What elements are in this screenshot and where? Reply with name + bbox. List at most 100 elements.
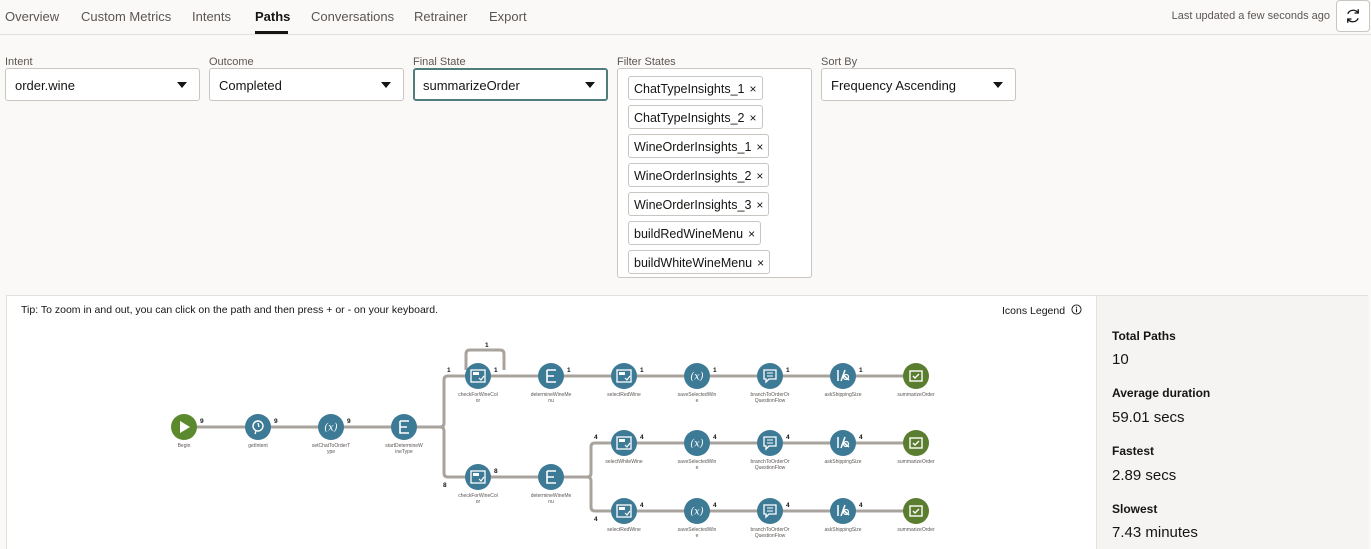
sort-by-select[interactable]: Frequency Ascending xyxy=(821,68,1016,101)
refresh-button[interactable] xyxy=(1336,0,1370,32)
flow-icon xyxy=(763,504,777,519)
path-node[interactable]: getIntent xyxy=(245,414,271,449)
final-state-value: summarizeOrder xyxy=(423,78,520,93)
path-node-label: branchToOrderOr xyxy=(751,527,790,533)
path-node-label: getIntent xyxy=(248,443,268,449)
tab-intents[interactable]: Intents xyxy=(192,9,232,24)
path-node-label: e xyxy=(696,465,699,471)
form-icon-check xyxy=(478,476,485,482)
close-icon[interactable]: × xyxy=(749,111,757,125)
close-icon[interactable]: × xyxy=(757,256,765,270)
filter-chip: WineOrderInsights_3 × xyxy=(628,192,770,216)
filter-states-input[interactable]: ChatTypeInsights_1× ChatTypeInsights_2× … xyxy=(617,68,812,278)
chevron-down-icon xyxy=(381,82,391,88)
edge-count: 1 xyxy=(713,367,717,374)
close-icon[interactable]: × xyxy=(756,169,764,183)
chip-label: WineOrderInsights_3 xyxy=(634,198,752,212)
final-state-select[interactable]: summarizeOrder xyxy=(413,68,608,101)
summary-icon xyxy=(909,437,923,449)
tab-overview[interactable]: Overview xyxy=(5,9,60,24)
path-node[interactable]: summarizeOrder xyxy=(897,430,935,465)
close-icon[interactable]: × xyxy=(756,198,764,212)
edge-count: 1 xyxy=(640,367,644,374)
path-node-label: selectRedWine xyxy=(607,527,641,533)
variable-icon: (x) xyxy=(690,372,704,383)
path-node-circle xyxy=(465,363,491,389)
chevron-down-icon xyxy=(993,82,1003,88)
path-node[interactable]: selectWhiteWine xyxy=(605,430,643,465)
intent-select[interactable]: order.wine xyxy=(5,68,200,101)
tab-custom-metrics[interactable]: Custom Metrics xyxy=(81,9,172,24)
refresh-icon xyxy=(1347,9,1359,23)
path-node-label: branchToOrderOr xyxy=(751,392,790,398)
path-node[interactable]: selectRedWine xyxy=(607,498,641,533)
flow-icon xyxy=(763,436,777,451)
path-node[interactable]: summarizeOrder xyxy=(897,498,935,533)
switch-icon xyxy=(399,420,409,434)
filter-chip: WineOrderInsights_2× xyxy=(628,163,770,187)
edge-count: 4 xyxy=(786,434,790,441)
path-node[interactable]: askShippingSize xyxy=(825,430,862,465)
path-node-label: or xyxy=(476,499,481,505)
path-node[interactable]: askShippingSize xyxy=(825,498,862,533)
path-node-label: saveSelectedWin xyxy=(678,459,717,465)
path-node-circle xyxy=(465,464,491,490)
fastest-label: Fastest xyxy=(1112,444,1155,458)
zoom-tip: Tip: To zoom in and out, you can click o… xyxy=(21,304,439,316)
path-node-circle xyxy=(903,363,929,389)
path-node[interactable]: summarizeOrder xyxy=(897,363,935,398)
form-icon-check xyxy=(624,375,631,381)
close-icon[interactable]: × xyxy=(749,82,757,96)
tab-export[interactable]: Export xyxy=(489,9,527,24)
form-icon-frame xyxy=(470,369,486,383)
ask-icon-eye xyxy=(842,440,850,448)
slowest-label: Slowest xyxy=(1112,502,1158,516)
tab-paths[interactable]: Paths xyxy=(255,9,291,24)
path-edge xyxy=(404,374,478,429)
intent-icon-head xyxy=(252,420,264,432)
edge-count: 4 xyxy=(859,434,863,441)
outcome-select[interactable]: Completed xyxy=(209,68,404,101)
edge-count: 4 xyxy=(713,502,717,509)
close-icon[interactable]: × xyxy=(748,227,756,241)
path-node[interactable]: Begin xyxy=(171,414,197,449)
average-duration-value: 59.01 secs xyxy=(1112,409,1185,426)
summary-icon-check xyxy=(912,508,920,514)
path-node-label: summarizeOrder xyxy=(897,527,935,533)
path-edge xyxy=(551,475,624,513)
flow-icon-bubble xyxy=(763,504,777,519)
path-node[interactable]: selectRedWine xyxy=(607,363,641,398)
tab-conversations[interactable]: Conversations xyxy=(311,9,395,24)
paths-panel: Tip: To zoom in and out, you can click o… xyxy=(6,295,1369,549)
path-node[interactable]: askShippingSize xyxy=(825,363,862,398)
edge-count: 8 xyxy=(494,468,498,475)
filter-chip: buildRedWineMenu× xyxy=(628,221,762,245)
flow-icon-lines xyxy=(767,372,773,377)
close-icon[interactable]: × xyxy=(756,140,764,154)
info-icon xyxy=(1071,304,1082,315)
path-edge xyxy=(464,348,506,370)
filter-chip: WineOrderInsights_1 × xyxy=(628,134,770,158)
chevron-down-icon xyxy=(585,82,595,88)
path-node-label: summarizeOrder xyxy=(897,459,935,465)
edge-count: 1 xyxy=(786,367,790,374)
average-duration-label: Average duration xyxy=(1112,386,1211,400)
icons-legend-link[interactable]: Icons Legend xyxy=(1002,304,1082,317)
tab-retrainer[interactable]: Retrainer xyxy=(414,9,468,24)
chip-label: WineOrderInsights_1 xyxy=(634,140,752,154)
chip-label: ChatTypeInsights_2 xyxy=(634,111,745,125)
edge-count: 8 xyxy=(443,482,447,489)
